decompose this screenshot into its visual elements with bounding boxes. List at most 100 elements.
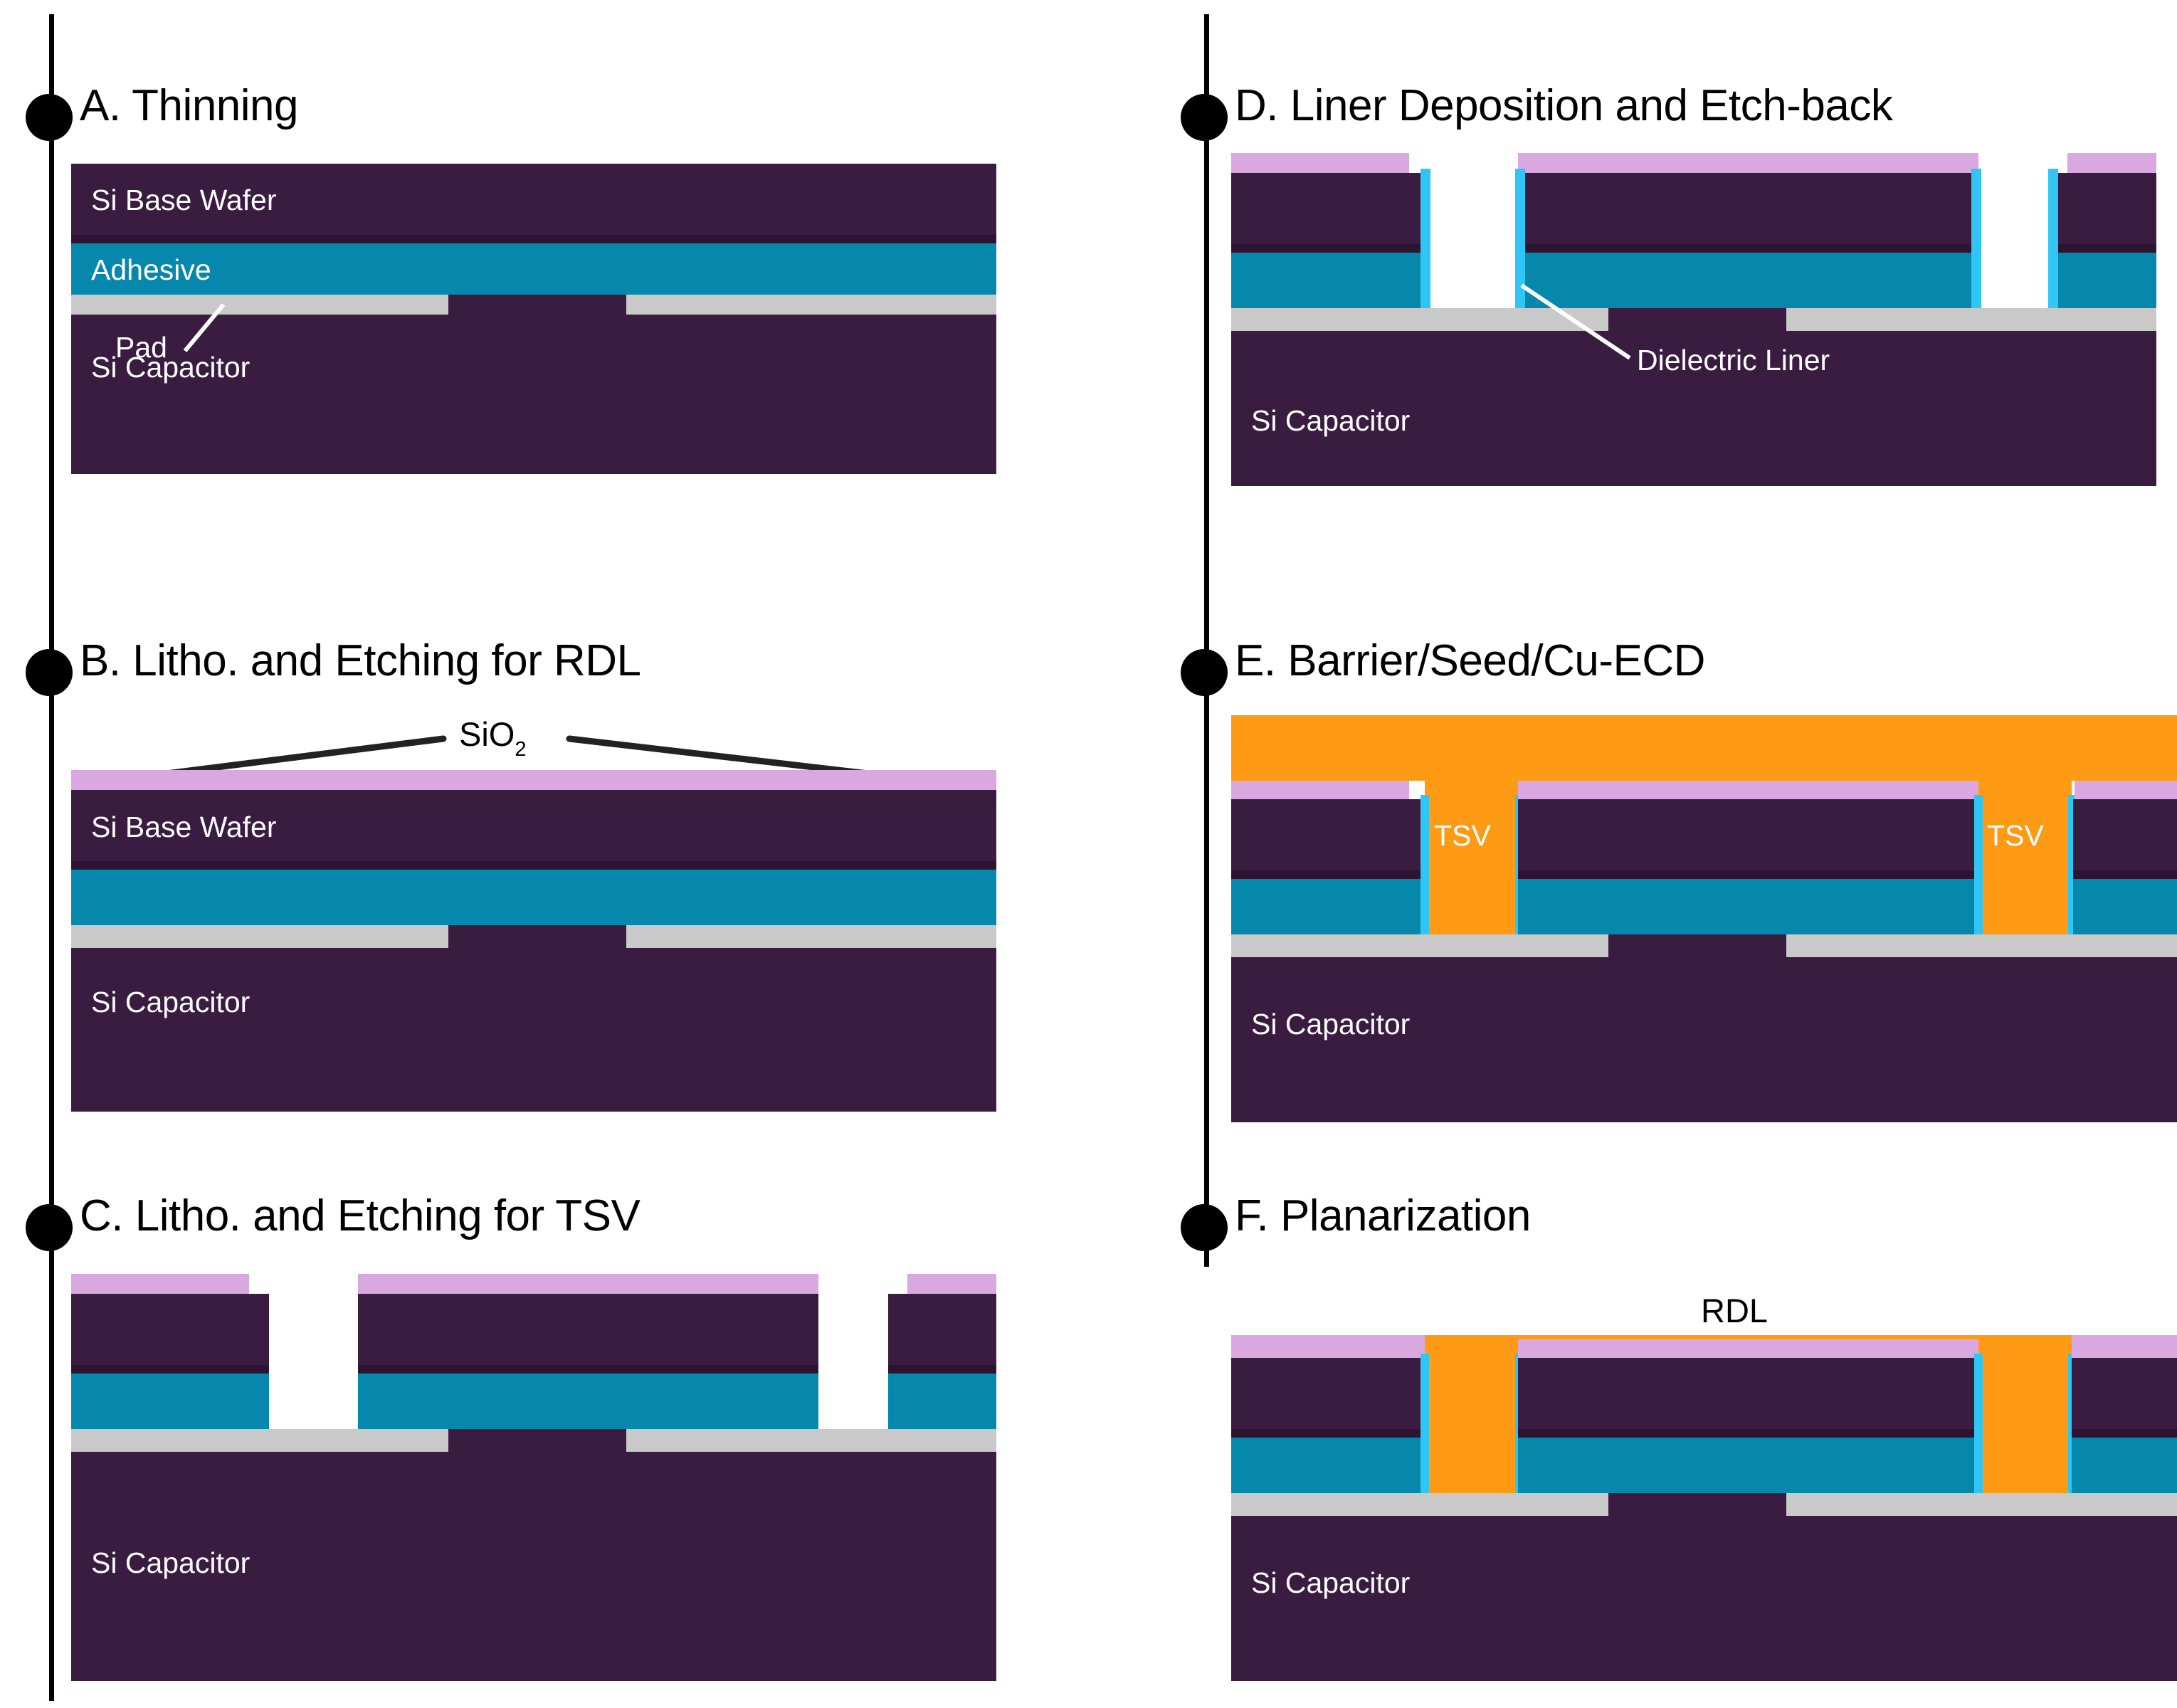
si-base-right <box>888 1294 996 1374</box>
tsv-label-right: TSV <box>1987 819 2044 852</box>
panel-f-title: F. Planarization <box>1235 1191 1531 1240</box>
si-base-middle-edge <box>1518 870 1978 879</box>
si-base-middle <box>358 1294 818 1374</box>
right-timeline-bullet-e <box>1181 649 1228 696</box>
sio2-layer <box>71 770 996 790</box>
pillar-left <box>1231 781 1425 934</box>
sio2-layer-left <box>1231 153 1409 173</box>
pad-layer-right <box>1786 1493 2177 1516</box>
si-capacitor-body <box>71 295 996 474</box>
si-base-right-edge <box>2053 244 2156 253</box>
pad-layer-left <box>1231 934 1608 957</box>
panel-d-title: D. Liner Deposition and Etch-back <box>1235 81 1893 130</box>
panel-d-label-si-capacitor: Si Capacitor <box>1251 404 1410 437</box>
panel-a-label-adhesive: Adhesive <box>91 253 211 286</box>
pillar-left <box>1231 153 1430 308</box>
pillar-middle <box>1518 1339 1978 1493</box>
si-base-middle <box>1518 799 1978 879</box>
copper-overburden <box>1231 715 2177 781</box>
adhesive-right <box>2073 879 2177 934</box>
pillar-middle <box>1515 153 1981 308</box>
pad-layer-right-2 <box>626 295 996 315</box>
sio2-callout-text: SiO <box>459 715 515 753</box>
sio2-layer-right <box>907 1274 996 1294</box>
adhesive-right <box>888 1374 996 1429</box>
sio2-layer-right <box>2067 153 2156 173</box>
pad-layer-left <box>71 1429 448 1452</box>
si-base-middle-edge <box>1518 1429 1978 1438</box>
pillar-middle <box>358 1274 818 1429</box>
si-capacitor-body <box>71 1429 996 1681</box>
adhesive-left <box>1231 879 1425 934</box>
si-capacitor-body <box>1231 1493 2177 1681</box>
si-base-left <box>1231 799 1425 879</box>
si-base-middle-edge <box>358 1365 818 1374</box>
si-base-right-edge <box>2073 870 2177 879</box>
dielectric-liner-callout-label: Dielectric Liner <box>1637 344 1830 376</box>
panel-e: TSV TSV Si Capacitor <box>1231 715 2177 1128</box>
si-capacitor-body <box>71 925 996 1112</box>
tsv-label-left: TSV <box>1434 819 1491 852</box>
pillar-right <box>2072 1335 2177 1493</box>
pillar-left <box>1231 1335 1425 1493</box>
tsv-copper-right <box>1978 781 2072 934</box>
si-base-left <box>1231 173 1425 253</box>
si-base-right <box>2053 173 2156 253</box>
adhesive-middle <box>1518 253 1978 308</box>
si-base-left-edge <box>1231 244 1425 253</box>
pillar-middle <box>1518 781 1978 934</box>
rdl-callout-label: RDL <box>1701 1292 1768 1329</box>
tsv-copper-left <box>1425 1339 1518 1493</box>
panel-c-title: C. Litho. and Etching for TSV <box>80 1191 641 1240</box>
sio2-layer-right <box>2072 1335 2177 1358</box>
si-capacitor-body <box>1231 934 2177 1122</box>
si-base-wafer-body <box>71 790 996 870</box>
dielectric-liner-left-inner <box>1420 1354 1429 1493</box>
panel-b: SiO2 Si Base Wafer Si Capacitor <box>71 705 996 1117</box>
left-timeline-bullet-c <box>26 1204 73 1251</box>
si-base-right <box>2073 799 2177 879</box>
panel-c: Si Capacitor <box>71 1274 996 1687</box>
panel-c-label-si-capacitor: Si Capacitor <box>91 1546 250 1579</box>
sio2-callout-label: SiO2 <box>459 715 527 761</box>
adhesive-middle <box>1518 1438 1978 1493</box>
dielectric-liner-middle-right <box>1971 169 1981 308</box>
pad-layer-right <box>1786 934 2177 957</box>
panel-e-title: E. Barrier/Seed/Cu-ECD <box>1235 636 1705 685</box>
panel-b-title: B. Litho. and Etching for RDL <box>80 636 641 685</box>
dielectric-liner-right-a <box>2048 169 2058 308</box>
adhesive-middle <box>358 1374 818 1429</box>
dielectric-liner-callout-leader <box>1520 283 1631 360</box>
pillar-right <box>2048 153 2156 308</box>
dielectric-liner-left-inner <box>1420 795 1429 934</box>
si-base-middle <box>1518 1358 1978 1438</box>
pillar-right <box>2073 781 2177 934</box>
adhesive-left <box>1231 253 1425 308</box>
panel-f-label-si-capacitor: Si Capacitor <box>1251 1566 1410 1599</box>
sio2-layer-left <box>1231 1335 1425 1358</box>
pillar-left <box>71 1274 269 1429</box>
adhesive-left <box>1231 1438 1425 1493</box>
right-timeline-bullet-d <box>1181 94 1228 141</box>
panel-a-title: A. Thinning <box>80 81 299 130</box>
panel-a-label-si-base-wafer: Si Base Wafer <box>91 184 277 216</box>
si-base-left <box>1231 1358 1425 1438</box>
tsv-copper-right <box>1978 1339 2072 1493</box>
si-base-middle-edge <box>1518 244 1978 253</box>
left-timeline-bullet-a <box>26 94 73 141</box>
panel-f: RDL <box>1231 1274 2177 1687</box>
adhesive-right <box>2053 253 2156 308</box>
sio2-callout-subscript: 2 <box>515 738 526 761</box>
panel-a: Si Base Wafer Adhesive Si Capacitor Pad <box>71 164 996 477</box>
sio2-layer-right <box>2075 781 2177 799</box>
pad-callout-leader <box>183 303 226 352</box>
sio2-layer-middle <box>1518 153 1978 173</box>
si-base-left <box>71 1294 269 1374</box>
si-base-left-edge <box>1231 1429 1425 1438</box>
si-base-right-edge <box>888 1365 996 1374</box>
dielectric-liner-right-inner <box>1974 795 1983 934</box>
pad-layer-right <box>626 925 996 948</box>
sio2-layer-middle <box>1518 1339 1978 1358</box>
adhesive-layer <box>71 870 996 925</box>
